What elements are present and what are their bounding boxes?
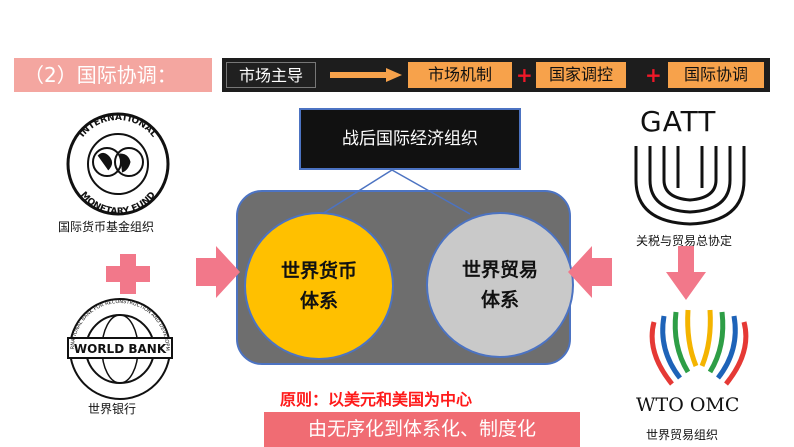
flow-item-market-mechanism: 市场机制 xyxy=(408,62,512,88)
monetary-line-2: 体系 xyxy=(299,290,338,312)
plus-sign: + xyxy=(516,63,533,87)
flow-item-international-coordination: 国际协调 xyxy=(668,62,764,88)
flow-arrow-icon xyxy=(330,68,402,82)
wto-logo-icon xyxy=(649,309,749,386)
principle-text: 原则：以美元和美国为中心 xyxy=(280,390,473,409)
wb-caption: 世界银行 xyxy=(88,402,137,416)
imf-caption: 国际货币基金组织 xyxy=(58,220,155,234)
world-bank-logo-icon: WORLD BANK INTERNATIONAL BANK FOR RECONS… xyxy=(64,298,173,400)
red-plus-icon xyxy=(106,254,150,294)
left-arrow-icon xyxy=(568,246,612,298)
trade-system-circle: 世界贸易 体系 xyxy=(426,212,574,358)
flow-item-state-control: 国家调控 xyxy=(536,62,626,88)
gatt-logo-text: GATT xyxy=(640,105,717,138)
monetary-system-circle: 世界货币 体系 xyxy=(244,212,394,360)
gatt-emblem-icon xyxy=(634,146,746,226)
down-arrow-icon xyxy=(666,246,706,300)
trend-box: 由无序化到体系化、制度化 xyxy=(264,412,580,447)
plus-sign: + xyxy=(645,63,662,87)
imf-logo-icon: INTERNATIONAL MONETARY FUND xyxy=(66,112,170,216)
flow-bar: 市场主导 市场机制 + 国家调控 + 国际协调 xyxy=(222,58,770,92)
wto-caption: 世界贸易组织 xyxy=(646,428,719,442)
trade-line-1: 世界贸易 xyxy=(461,259,538,281)
right-arrow-icon xyxy=(196,246,240,298)
section-title: （2）国际协调： xyxy=(14,58,212,92)
wb-logo-text: WORLD BANK xyxy=(74,342,167,356)
flow-start-label: 市场主导 xyxy=(226,62,316,88)
monetary-line-1: 世界货币 xyxy=(280,260,357,282)
gatt-caption: 关税与贸易总协定 xyxy=(636,234,733,248)
postwar-org-box: 战后国际经济组织 xyxy=(299,108,521,170)
trade-line-2: 体系 xyxy=(480,289,519,311)
wto-logo-text: WTO OMC xyxy=(636,394,740,416)
